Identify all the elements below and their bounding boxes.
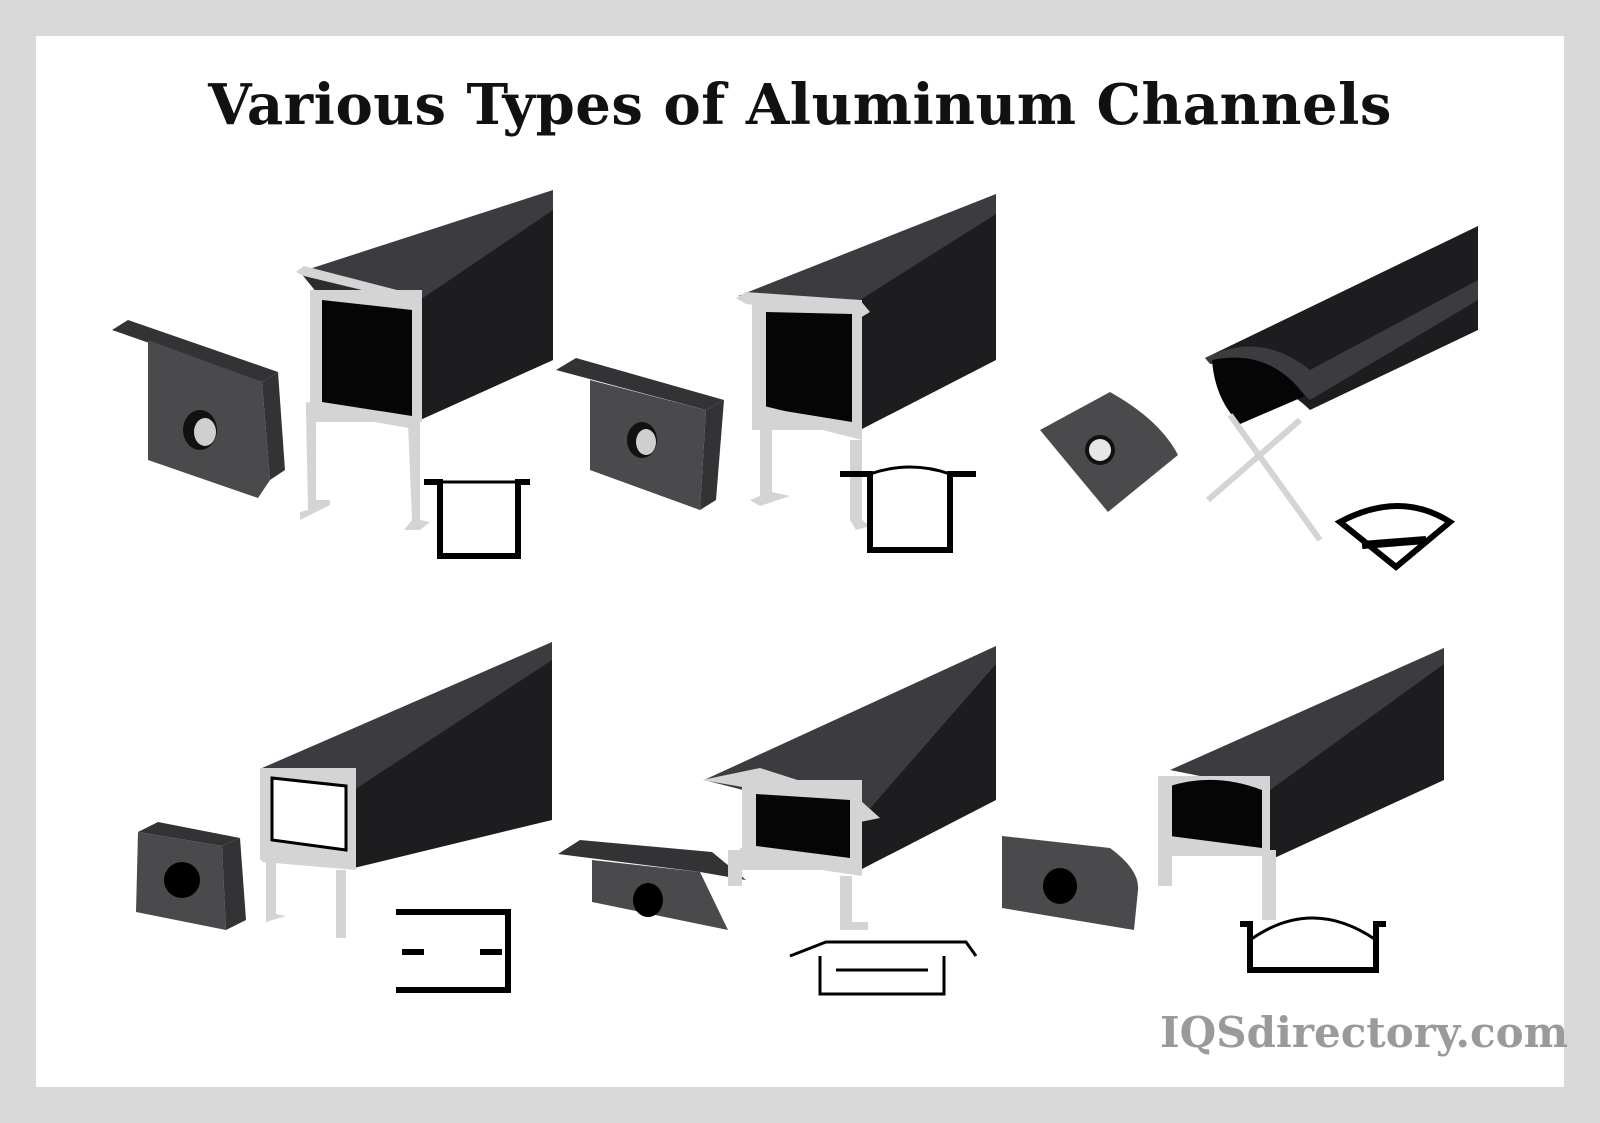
end-cap-6	[1002, 836, 1139, 930]
profile-4	[396, 909, 511, 993]
channel-4	[136, 642, 552, 993]
profile-5	[789, 940, 978, 996]
channel-body-4	[260, 642, 552, 938]
content-card	[36, 36, 1564, 1087]
channel-3	[1040, 226, 1478, 571]
end-cap-3	[1040, 392, 1178, 512]
end-cap-4	[136, 822, 246, 930]
watermark: IQSdirectory.com	[1160, 1008, 1569, 1057]
channel-6	[1002, 648, 1444, 973]
channel-5	[558, 646, 996, 996]
channel-body-6	[1158, 648, 1444, 920]
end-cap-2	[556, 358, 724, 510]
end-cap-1	[112, 320, 285, 498]
page-title: Various Types of Aluminum Channels	[208, 72, 1392, 138]
channel-body-1	[296, 190, 553, 530]
channel-body-2	[736, 194, 996, 530]
profile-6	[1240, 916, 1386, 973]
profile-3	[1334, 503, 1456, 571]
channel-2	[556, 194, 996, 553]
channel-body-3	[1205, 226, 1478, 542]
channel-body-5	[702, 646, 996, 930]
profile-2	[840, 465, 976, 553]
end-cap-5	[558, 840, 746, 930]
profile-1	[424, 479, 530, 559]
channel-1	[112, 190, 553, 559]
